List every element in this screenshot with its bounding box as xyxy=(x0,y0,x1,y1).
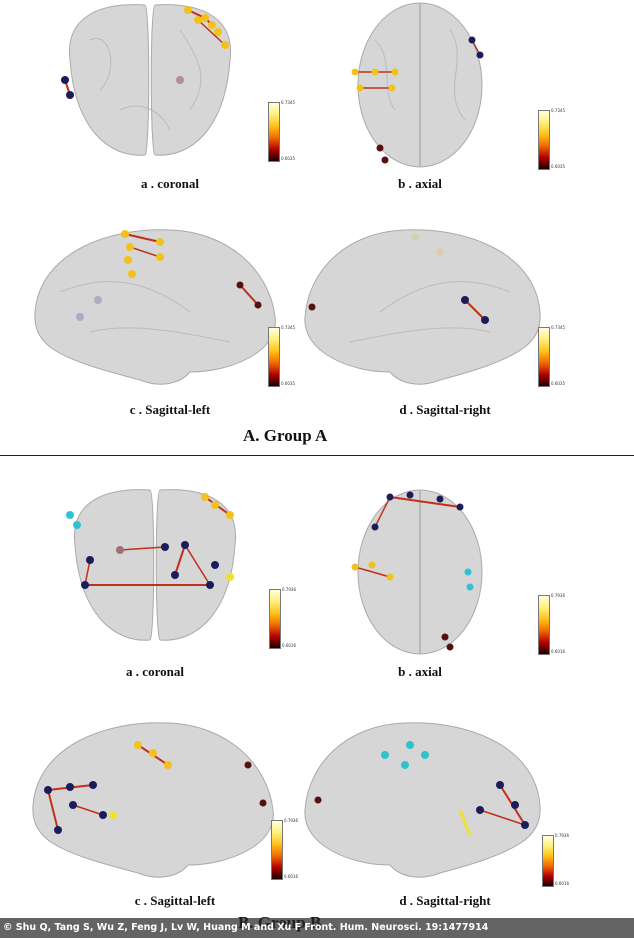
axial-brain-image xyxy=(351,2,484,168)
group-b-coronal-panel: 0.7936 0.6016 xyxy=(55,485,296,655)
group-a-title: A. Group A xyxy=(243,426,328,445)
caption-b-d-sagittal-right: d . Sagittal-right xyxy=(399,893,491,908)
group-a-sagittal-left-panel: 0.7345 0.6035 xyxy=(30,222,305,392)
caption-b-b-axial: b . axial xyxy=(398,664,442,679)
caption-a-coronal: a . coronal xyxy=(141,176,199,191)
group-a-axial-panel: 0.7345 0.6035 xyxy=(350,0,565,170)
caption-d-sagittal-right: d . Sagittal-right xyxy=(399,402,491,417)
axial-brain-image-b xyxy=(351,489,483,655)
group-a-sagittal-right-panel: 0.7345 0.6035 xyxy=(300,222,565,392)
group-b-sagittal-left-panel: 0.7936 0.6016 xyxy=(28,715,303,885)
coronal-brain-image-b xyxy=(66,489,237,641)
sagittal-left-brain-image xyxy=(34,229,276,385)
sagittal-right-brain-image xyxy=(304,229,541,385)
image-credit: © Shu Q, Tang S, Wu Z, Feng J, Lv W, Hua… xyxy=(0,918,634,938)
group-b-sagittal-right-panel: 0.7936 0.6016 xyxy=(300,715,569,890)
caption-b-axial: b . axial xyxy=(398,176,442,191)
sagittal-left-brain-image-b xyxy=(32,722,274,878)
caption-b-a-coronal: a . coronal xyxy=(126,664,184,679)
caption-b-c-sagittal-left: c . Sagittal-left xyxy=(134,893,216,908)
group-b-axial-panel: 0.7936 0.6016 xyxy=(350,487,565,657)
coronal-brain-image xyxy=(61,4,232,156)
group-a-coronal-panel: 0.7345 0.6035 xyxy=(50,0,295,165)
sagittal-right-brain-image-b xyxy=(304,722,541,878)
caption-c-sagittal-left: c . Sagittal-left xyxy=(129,402,211,417)
group-divider xyxy=(0,455,634,456)
